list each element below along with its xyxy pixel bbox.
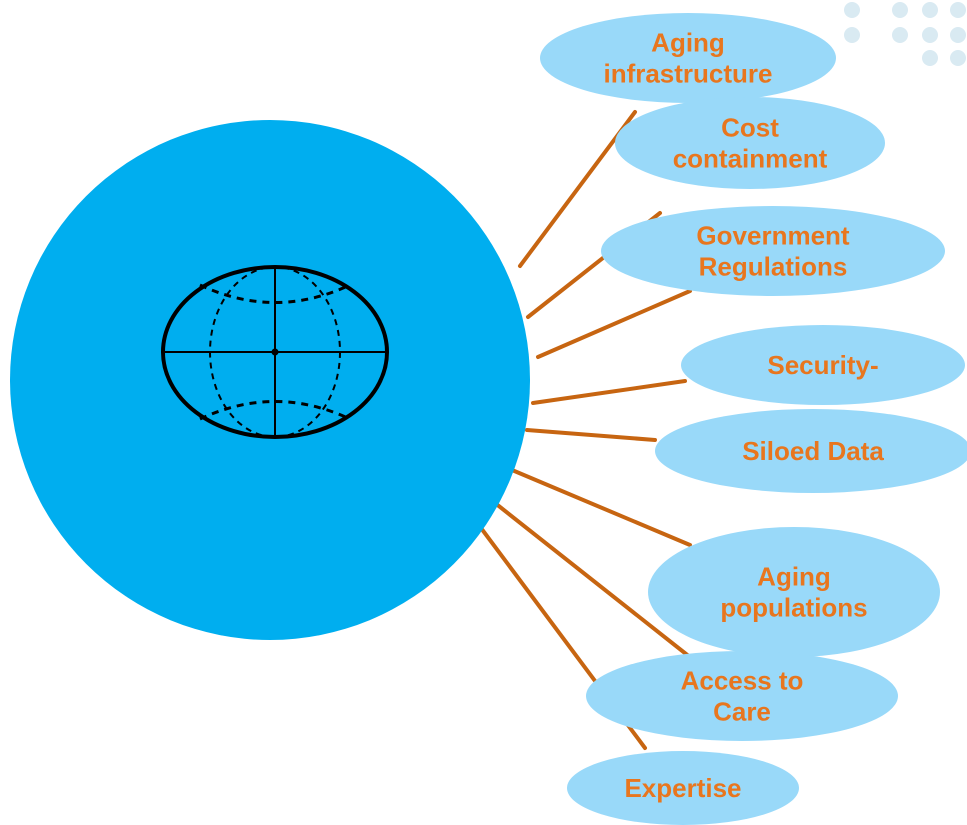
- connector-security: [531, 379, 687, 405]
- connector-aging-populations: [510, 468, 692, 547]
- bubble-shape-aging-infrastructure: [540, 13, 836, 103]
- connector-lines: [476, 110, 702, 750]
- decorative-dots: [844, 2, 966, 66]
- bubble-label-aging-populations: populations: [720, 593, 867, 623]
- topic-bubbles: AginginfrastructureCostcontainmentGovern…: [540, 13, 967, 825]
- bubble-shape-expertise: [567, 751, 799, 825]
- bubble-label-access-to-care: Care: [713, 697, 771, 727]
- connector-access-to-care: [493, 501, 702, 667]
- bubble-shape-aging-populations: [648, 527, 940, 657]
- bubble-shape-government-regulations: [601, 206, 945, 296]
- hub-circle: [10, 120, 530, 640]
- bubble-label-security: Security-: [767, 350, 878, 380]
- bubble-label-aging-infrastructure: Aging: [651, 28, 725, 58]
- globe-icon: [161, 265, 389, 439]
- bubble-label-government-regulations: Government: [696, 221, 849, 251]
- bubble-label-access-to-care: Access to: [681, 666, 804, 696]
- bubble-label-cost-containment: containment: [673, 144, 828, 174]
- connector-government-regulations: [536, 289, 692, 359]
- bubble-shape-siloed-data: [655, 409, 967, 493]
- bubble-label-siloed-data: Siloed Data: [742, 436, 884, 466]
- bubble-shape-access-to-care: [586, 651, 898, 741]
- connector-siloed-data: [525, 428, 657, 442]
- bubble-shape-security: [681, 325, 965, 405]
- bubble-label-expertise: Expertise: [624, 773, 741, 803]
- bubble-expertise: Expertise: [567, 751, 799, 825]
- connector-aging-infrastructure: [518, 110, 637, 268]
- bubble-siloed-data: Siloed Data: [655, 409, 967, 493]
- bubble-label-cost-containment: Cost: [721, 113, 779, 143]
- bubble-label-government-regulations: Regulations: [699, 252, 848, 282]
- bubble-label-aging-infrastructure: infrastructure: [603, 59, 772, 89]
- bubble-security: Security-: [681, 325, 965, 405]
- bubble-shape-cost-containment: [615, 97, 885, 189]
- bubble-label-aging-populations: Aging: [757, 562, 831, 592]
